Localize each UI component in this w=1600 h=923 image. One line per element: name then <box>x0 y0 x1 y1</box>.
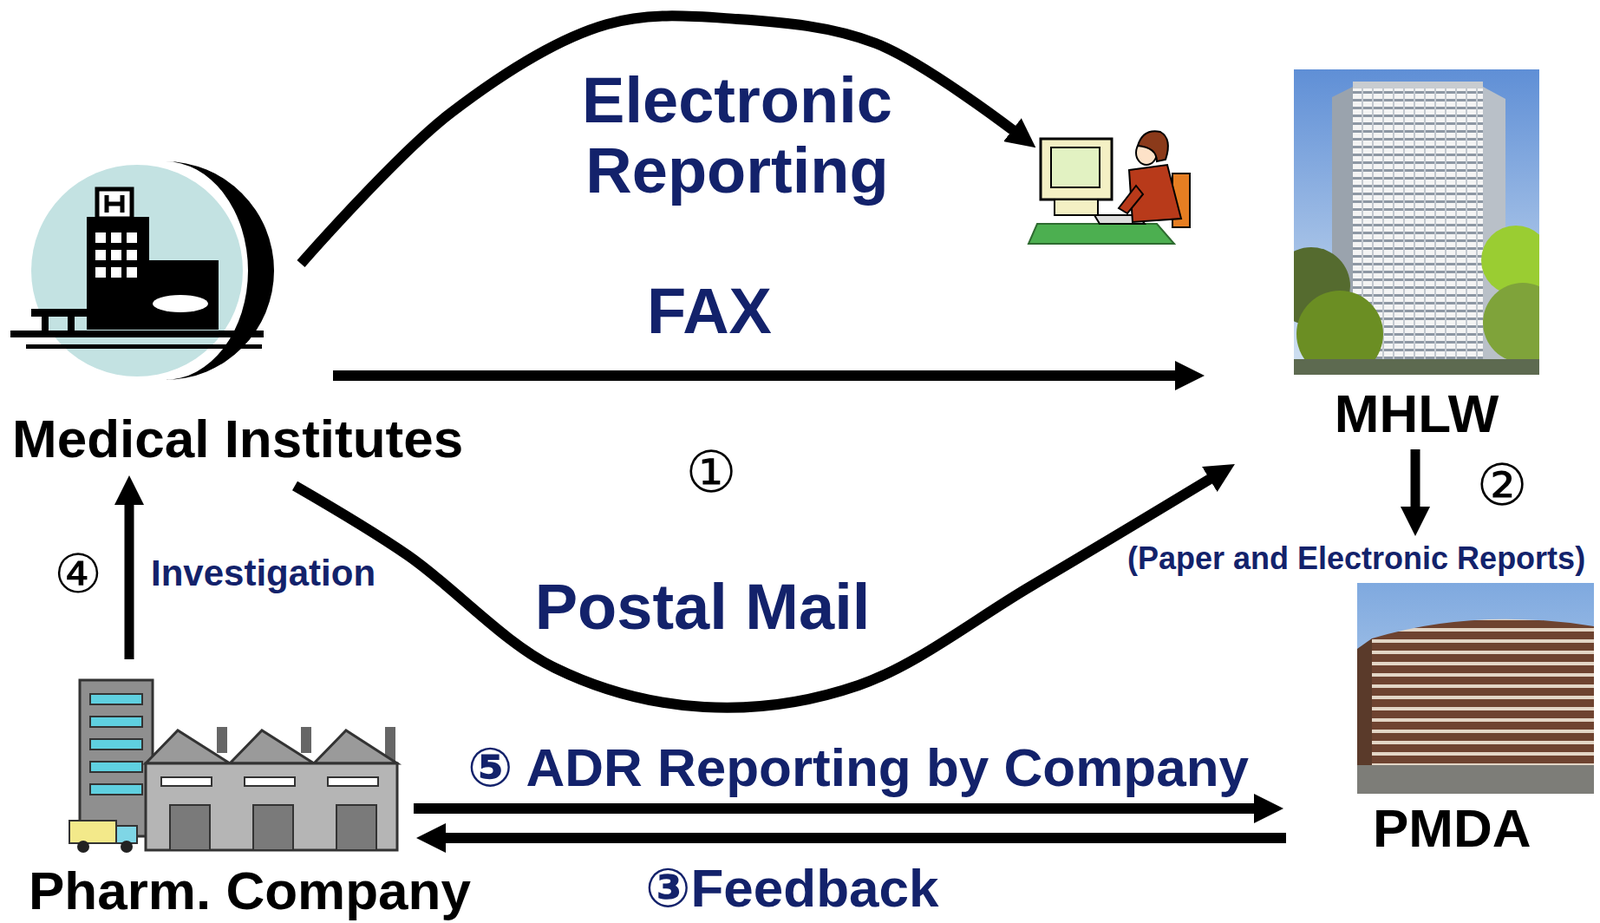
pharm-company-icon <box>244 777 295 786</box>
hospital-icon <box>31 308 87 317</box>
pharm-company-icon <box>69 679 398 853</box>
pharm-company-icon <box>90 783 143 795</box>
pharm-company-icon <box>145 730 230 764</box>
agency-node: MHLW <box>1293 69 1540 444</box>
pmda-photo <box>1357 638 1372 765</box>
pharm-company-icon <box>169 804 210 850</box>
flow-arrow <box>413 803 1256 814</box>
edge-label: Postal Mail <box>529 571 876 642</box>
edge-label: FAX <box>646 275 772 347</box>
flow-arrow <box>294 477 1212 707</box>
hospital-icon <box>95 267 106 278</box>
edge-label: (Paper and Electronic Reports) <box>1127 540 1586 576</box>
node-label: PMDA <box>1357 798 1594 858</box>
hospital-icon <box>10 330 264 338</box>
institution-node: Medical Institutes <box>10 164 465 469</box>
flow-arrow <box>1410 449 1421 509</box>
flow-arrow <box>300 15 1014 264</box>
callout-number: ① <box>685 440 737 504</box>
pharm-company-icon <box>90 738 143 750</box>
mhlw-photo <box>1293 69 1540 375</box>
computer-operator-icon <box>1040 138 1112 200</box>
hospital-icon <box>86 216 150 330</box>
node-label: Medical Institutes <box>10 409 465 469</box>
hospital-icon <box>126 232 138 243</box>
hospital-icon <box>41 316 49 331</box>
pharm-company-icon <box>90 761 143 772</box>
company-node: Pharm. Company <box>28 676 471 919</box>
hospital-icon <box>95 249 106 261</box>
mhlw-photo <box>1482 282 1540 363</box>
pmda-photo <box>1357 582 1594 794</box>
hospital-icon <box>67 316 75 331</box>
node-label: Pharm. Company <box>28 862 471 919</box>
hospital-icon <box>95 232 106 243</box>
pharm-company-icon <box>216 726 228 753</box>
pharm-company-icon <box>300 726 312 753</box>
edge-label: ③Feedback <box>645 859 940 916</box>
hospital-icon <box>126 267 138 278</box>
edge-label: ⑤ ADR Reporting by Company <box>467 738 1249 796</box>
picture-space <box>1293 69 1540 385</box>
hospital-icon <box>26 344 262 349</box>
callout-number: ② <box>1475 453 1528 517</box>
hospital-icon <box>111 267 122 278</box>
flow-arrow <box>124 502 135 660</box>
pharm-company-icon <box>69 820 117 843</box>
pharm-company-icon <box>90 716 143 727</box>
hospital-icon <box>152 294 209 313</box>
pharm-company-icon <box>253 804 294 850</box>
hospital-icon <box>126 249 138 261</box>
computer-operator-icon <box>1054 199 1098 216</box>
hospital-icon <box>111 249 122 261</box>
picture-space <box>1357 582 1594 799</box>
flow-arrow <box>444 832 1287 843</box>
computer-operator-icon <box>1028 223 1175 244</box>
computer-operator-icon <box>1137 130 1169 162</box>
hospital-icon <box>111 232 122 243</box>
hospital-icon <box>10 161 275 380</box>
pmda-photo <box>1357 764 1594 794</box>
pharm-company-icon <box>79 679 153 836</box>
picture-space <box>10 164 465 410</box>
hospital-icon <box>149 260 219 330</box>
pmda-photo <box>1357 582 1594 794</box>
pharm-company-icon <box>313 730 398 764</box>
pharm-company-icon <box>90 693 143 705</box>
agency-node: PMDA <box>1357 582 1594 858</box>
mhlw-photo <box>1352 81 1483 89</box>
computer-operator-icon <box>1118 185 1143 214</box>
mhlw-photo <box>1293 359 1540 375</box>
computer-operator-icon <box>1028 130 1190 244</box>
hospital-icon <box>97 189 132 219</box>
pharm-company-icon <box>327 777 379 786</box>
node-label: MHLW <box>1293 384 1540 444</box>
picture-space <box>28 676 471 863</box>
flow-arrow <box>333 370 1177 381</box>
edge-label: Investigation <box>150 552 376 595</box>
pharm-company-icon <box>77 840 90 853</box>
pharm-company-icon <box>145 763 398 850</box>
pharm-company-icon <box>229 730 314 764</box>
computer-operator-icon <box>1051 147 1100 188</box>
callout-number: ④ <box>53 544 103 604</box>
pmda-photo <box>1371 619 1594 765</box>
hospital-icon <box>106 195 123 213</box>
pharm-company-icon <box>120 840 133 853</box>
edge-label: Electronic Reporting <box>572 65 902 207</box>
pharm-company-icon <box>161 777 212 786</box>
pharm-company-icon <box>336 804 377 850</box>
